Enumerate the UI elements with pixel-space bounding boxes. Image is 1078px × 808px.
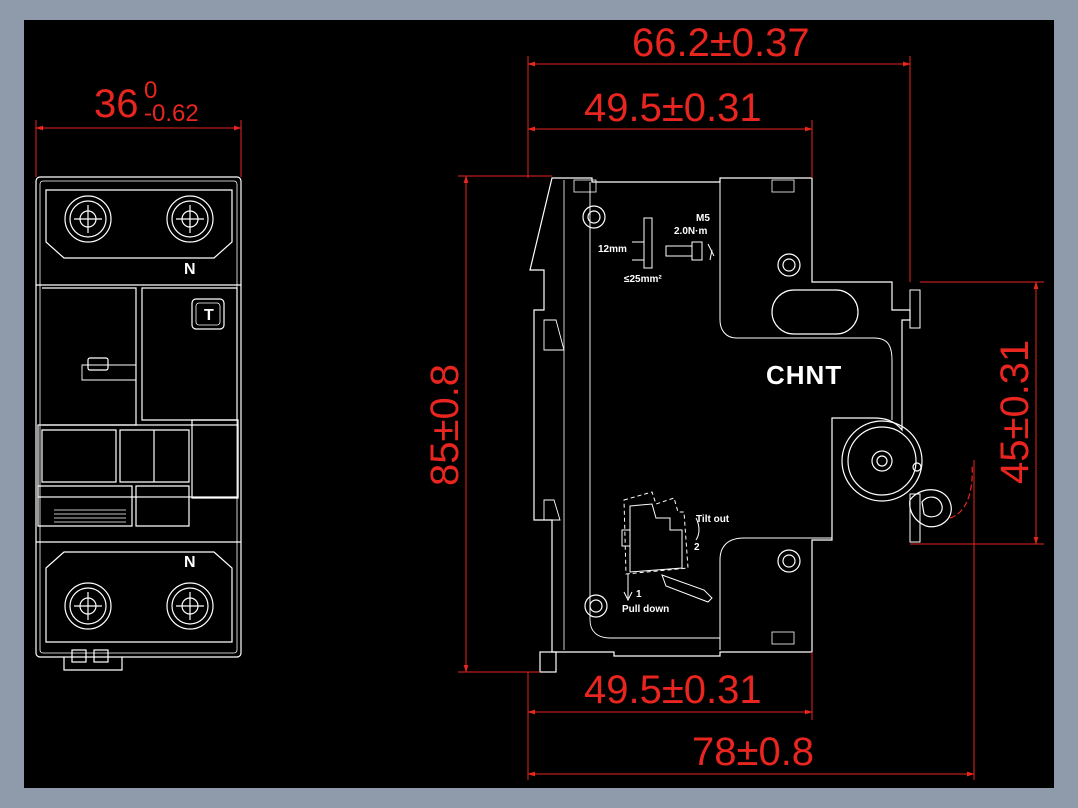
bottom-terminal-block xyxy=(45,551,233,643)
front-width-value: 36 xyxy=(94,82,139,126)
bottom-left-screw-icon xyxy=(64,582,112,630)
tilt-out-label: Tilt out xyxy=(696,514,730,525)
front-body-inner xyxy=(39,180,238,654)
toggle-lever[interactable] xyxy=(37,485,133,527)
brand-logo: CHNT xyxy=(766,360,842,390)
top-inner-dimension: 49.5±0.31 xyxy=(584,86,762,130)
top-overall-dimension: 66.2±0.37 xyxy=(632,21,810,65)
lock-latch-icon xyxy=(909,463,973,528)
screw-spec-label: M5 xyxy=(696,213,710,224)
tilt-step-label: 2 xyxy=(694,542,700,553)
cad-drawing: N T N 36 0 -0.62 xyxy=(35,21,1044,780)
top-terminal-label: N xyxy=(184,261,196,278)
rotary-knob-icon xyxy=(841,420,923,502)
front-body-outline xyxy=(35,176,242,658)
side-body-outline xyxy=(529,177,911,657)
front-width-tol-upper: 0 xyxy=(144,77,157,104)
top-right-screw-icon xyxy=(166,195,214,243)
indicator-window xyxy=(87,357,109,371)
right-height-dimension: 45±0.31 xyxy=(993,340,1037,484)
front-left-panel xyxy=(42,287,137,426)
tilt-out-diagram xyxy=(621,491,713,603)
front-width-dimension xyxy=(35,120,242,177)
front-width-tol-lower: -0.62 xyxy=(144,100,199,127)
top-left-screw-icon xyxy=(64,195,112,243)
pull-down-label: Pull down xyxy=(622,604,669,615)
side-screw-holes xyxy=(582,205,801,618)
top-terminal-block xyxy=(45,189,233,259)
side-dimension-lines xyxy=(458,56,1044,780)
din-clip xyxy=(63,657,123,671)
test-button-label: T xyxy=(204,307,214,324)
side-view xyxy=(529,177,973,673)
front-right-panel xyxy=(141,287,238,421)
wire-size-label: ≤25mm² xyxy=(624,274,662,285)
cad-drawing-canvas: N T N 36 0 -0.62 xyxy=(24,20,1054,788)
test-button[interactable] xyxy=(191,298,225,330)
bottom-terminal-label: N xyxy=(184,554,196,571)
torque-label: 2.0N·m xyxy=(674,226,707,237)
side-slot xyxy=(771,289,859,335)
wire-terminal-symbol xyxy=(632,217,715,269)
left-height-dimension: 85±0.8 xyxy=(423,364,467,486)
bottom-inner-dimension: 49.5±0.31 xyxy=(584,668,762,712)
strip-length-label: 12mm xyxy=(598,244,627,255)
bottom-right-screw-icon xyxy=(166,582,214,630)
front-view xyxy=(35,176,242,671)
pull-step-label: 1 xyxy=(636,589,642,600)
bottom-overall-dimension: 78±0.8 xyxy=(692,730,814,774)
